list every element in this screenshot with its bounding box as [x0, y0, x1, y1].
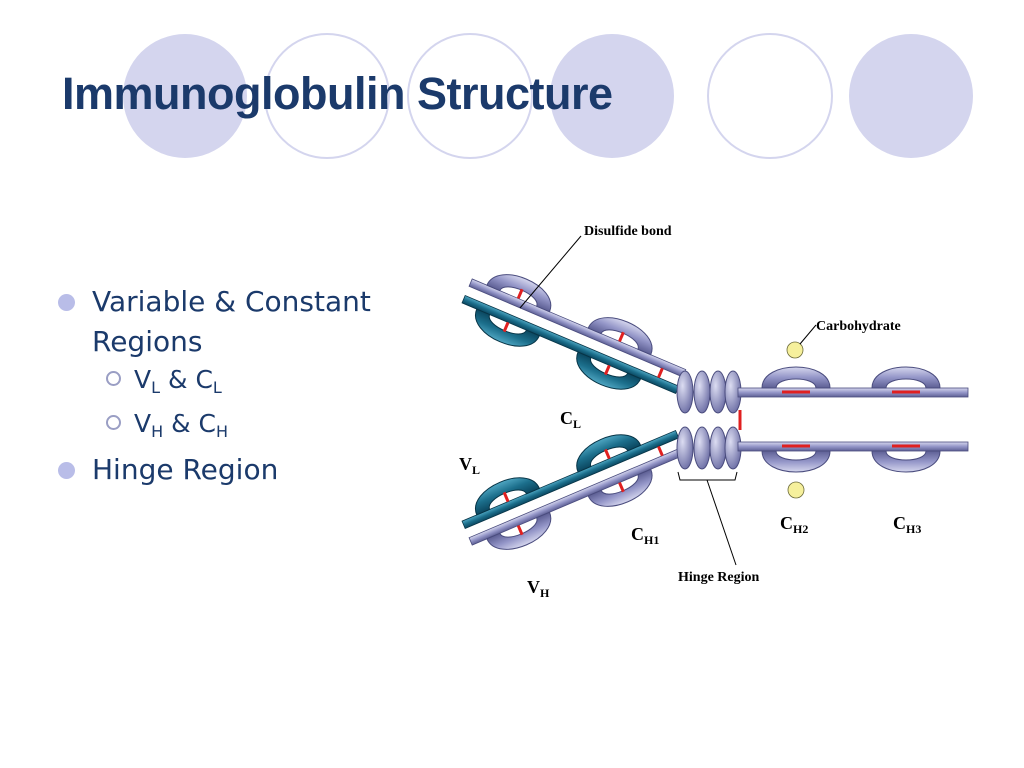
lower-ch3-domain	[871, 450, 941, 473]
sub-bullet-a: V	[134, 365, 152, 394]
bullet-dot-icon	[58, 462, 75, 479]
upper-disulfide-bond	[516, 288, 524, 300]
hinge-bead	[709, 370, 727, 414]
lower-disulfide-bond	[604, 448, 611, 460]
sub-bullet-vh-ch: VH & CH	[58, 406, 452, 450]
lower-disulfide-bond	[502, 491, 510, 503]
sub-bullet-b-subscript: L	[212, 378, 222, 397]
sub-bullet-amp: &	[167, 365, 188, 394]
hinge-region-label: Hinge Region	[678, 570, 759, 585]
upper-ch2-domain	[761, 366, 831, 389]
upper-ch3-domain	[871, 366, 941, 389]
sub-bullet-ring-icon	[106, 415, 121, 430]
lower-disulfide-bond	[618, 481, 625, 493]
header-circles	[123, 33, 973, 159]
carbohydrate-label: Carbohydrate	[816, 319, 901, 334]
hinge-bead	[709, 426, 727, 470]
hinge-bead	[676, 426, 694, 470]
sub-bullet-b: C	[195, 365, 213, 394]
lower-interchain-disulfide	[657, 445, 664, 457]
hinge-bead	[693, 370, 711, 414]
deco-circle-filled-1	[123, 34, 247, 158]
upper-interchain-disulfide	[657, 367, 664, 379]
upper-disulfide-bond	[502, 321, 510, 333]
sub-bullet-amp: &	[171, 409, 191, 438]
hinge-bead	[676, 370, 694, 414]
deco-circle-filled-3	[849, 34, 973, 158]
sub-bullet-b-subscript: H	[216, 422, 229, 441]
ch3-label: CH3	[893, 513, 921, 536]
lower-light-chain-strand	[461, 429, 680, 530]
disulfide-callout-line	[519, 235, 582, 309]
deco-circle-outline-2	[407, 33, 533, 159]
lower-disulfide-bond	[516, 524, 524, 536]
carbohydrate-lower-icon	[787, 481, 805, 499]
sub-bullet-a: V	[134, 409, 152, 438]
bullet-text: Variable & Constant Regions	[92, 285, 371, 358]
upper-disulfide-bond	[604, 364, 611, 376]
upper-disulfide-bond	[618, 331, 625, 343]
upper-fc-strand	[737, 387, 969, 398]
carbohydrate-upper-icon	[786, 341, 804, 359]
hinge-bracket	[677, 471, 738, 481]
bullet-item-variable-constant: Variable & Constant Regions	[58, 282, 452, 362]
disulfide-bond-label: Disulfide bond	[584, 224, 672, 239]
ch1-label: CH1	[631, 524, 659, 547]
bullet-text: Hinge Region	[92, 453, 279, 486]
sub-bullet-ring-icon	[106, 371, 121, 386]
sub-bullet-vl-cl: VL & CL	[58, 362, 452, 406]
hinge-callout-line	[706, 479, 737, 566]
cl-label: CL	[560, 408, 581, 431]
slide-title: Immunoglobulin Structure	[62, 68, 613, 119]
deco-circle-filled-2	[550, 34, 674, 158]
vl-label: VL	[459, 454, 480, 477]
sub-bullet-a-subscript: L	[151, 378, 161, 397]
upper-fab-arm	[461, 265, 687, 399]
deco-circle-outline-1	[264, 33, 390, 159]
deco-circle-outline-3	[707, 33, 833, 159]
carbohydrate-callout-line	[799, 324, 817, 345]
vh-label: VH	[527, 577, 550, 600]
bullet-dot-icon	[58, 294, 75, 311]
bullet-item-hinge-region: Hinge Region	[58, 450, 452, 490]
hinge-beads	[676, 370, 742, 470]
sub-bullet-a-subscript: H	[151, 422, 164, 441]
hinge-bead	[693, 426, 711, 470]
sub-bullet-b: C	[198, 409, 217, 438]
ch2-label: CH2	[780, 513, 808, 536]
bullet-list: Variable & Constant Regions VL & CL VH &…	[58, 282, 452, 490]
lower-ch2-domain	[761, 450, 831, 473]
lower-fc-strand	[737, 441, 969, 452]
fc-region	[737, 366, 969, 473]
antibody-diagram: Disulfide bond Carbohydrate Hinge Region…	[459, 224, 969, 600]
